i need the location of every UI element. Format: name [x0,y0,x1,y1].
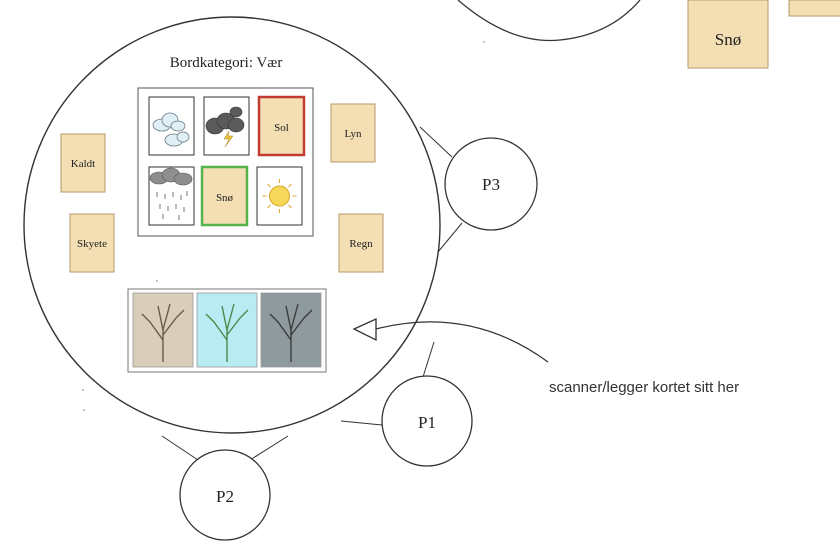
player-p2-label: P2 [216,487,234,506]
tree-card-1[interactable] [132,292,194,368]
tree-card-2[interactable] [196,292,258,368]
side-card-lightning-label: Lyn [344,128,362,140]
player-p3[interactable]: P3 [444,137,538,231]
p3-pointer-bottom [437,222,463,253]
rain-cloud-icon [149,167,193,186]
grid-card-sun-label[interactable]: Sol [257,95,306,157]
player-p3-label: P3 [482,175,500,194]
top-card-snow[interactable]: Snø [687,0,769,69]
tree-icon [141,303,185,362]
side-card-lightning[interactable]: Lyn [330,103,376,163]
side-card-cold[interactable]: Kaldt [60,133,106,193]
speck [83,409,85,411]
grid-card-clouds[interactable] [148,96,195,156]
player-p2[interactable]: P2 [179,449,271,541]
speck [82,389,84,391]
table-circle [23,16,441,434]
board-title: Bordkategori: Vær [170,55,283,71]
speck [483,41,485,43]
grid-card-snow-text: Snø [216,192,234,204]
lightning-icon [223,130,234,148]
side-card-cold-label: Kaldt [71,158,95,170]
p3-pointer-top [419,126,453,158]
grid-card-rain[interactable] [148,166,195,226]
p1-pointer-top [422,341,435,378]
top-partial-circle [457,0,641,42]
p1-pointer-left [340,420,383,426]
storm-cloud-icon [205,106,245,135]
tree-icon [269,303,313,362]
p2-pointer-left [161,435,199,461]
player-p1[interactable]: P1 [381,375,473,467]
grid-card-sun-text: Sol [274,122,289,134]
tree-icon [205,303,249,362]
grid-card-sun[interactable] [256,166,303,226]
grid-card-snow-label[interactable]: Snø [200,165,249,227]
top-card-partial[interactable] [788,0,840,17]
scanner-arrow [375,321,549,363]
grid-card-storm[interactable] [203,96,250,156]
p2-pointer-right [249,435,289,461]
side-card-cloudy-label: Skyete [77,238,107,250]
side-card-cloudy[interactable]: Skyete [69,213,115,273]
scanner-marker[interactable] [352,317,377,342]
speck [156,280,158,282]
scanner-caption: scanner/legger kortet sitt her [549,379,739,396]
side-card-rain-label: Regn [349,238,373,250]
cloud-icon [152,112,190,147]
player-p1-label: P1 [418,413,436,432]
sun-icon [262,179,297,213]
tree-card-3[interactable] [260,292,322,368]
side-card-rain[interactable]: Regn [338,213,384,273]
raindrops-icon [156,191,188,220]
top-card-snow-label: Snø [715,30,741,49]
